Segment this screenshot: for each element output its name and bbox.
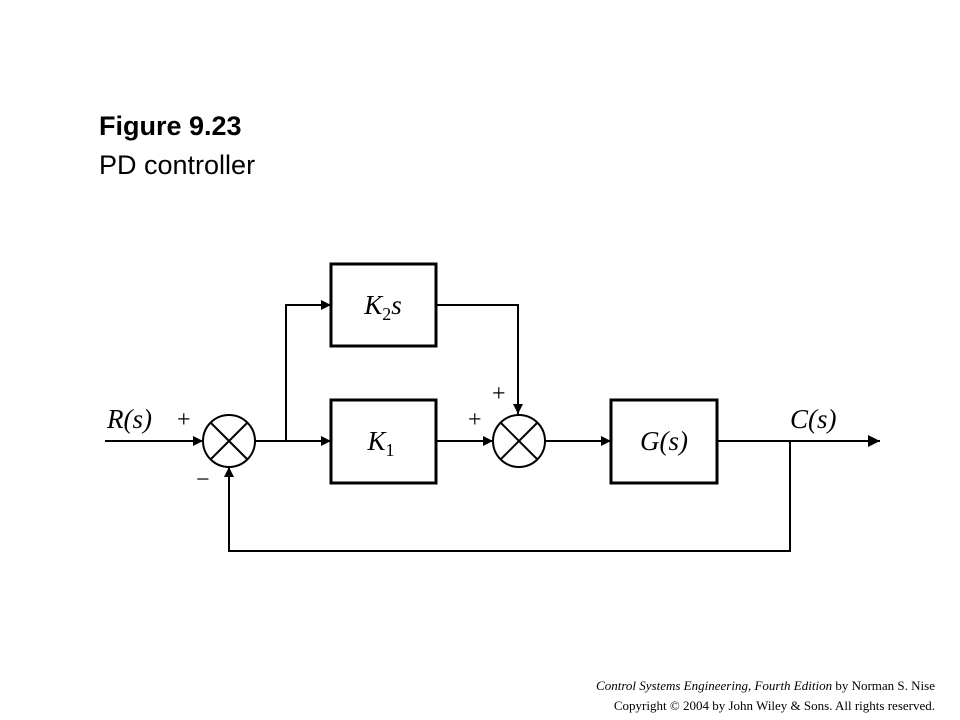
k1-subscript: 1 [386,440,395,460]
input-label: R(s) [106,404,152,434]
book-author: by Norman S. Nise [832,678,935,693]
figure-subtitle: PD controller [99,150,256,180]
plant-label: G(s) [640,426,688,456]
sum2-left-plus-sign: + [468,407,482,433]
summing-junction-1 [202,414,256,468]
summing-junction-2 [492,414,546,468]
branch-to-k2s-line [285,300,331,441]
derivative-gain-block: K2s [329,262,438,348]
output-label: C(s) [790,404,837,434]
k2s-to-sum2-line [436,304,523,414]
footer-copyright: Copyright © 2004 by John Wiley & Sons. A… [613,698,935,713]
k2-subscript: 2 [382,304,391,324]
svg-text:K2s: K2s [363,290,402,324]
footer-citation: Control Systems Engineering, Fourth Edit… [596,678,935,694]
book-title: Control Systems Engineering, Fourth Edit… [596,678,833,693]
feedback-path-line [224,441,791,552]
figure-title: Figure 9.23 [99,111,242,141]
sum1-minus-sign: − [196,467,210,493]
sum2-top-plus-sign: + [492,381,506,407]
k2-gain-symbol: K [363,290,384,320]
sum1-plus-sign: + [177,407,191,433]
k2-s-symbol: s [391,290,402,320]
plant-block: G(s) [609,398,719,485]
svg-text:K1: K1 [366,426,394,460]
k1-gain-symbol: K [366,426,387,456]
proportional-gain-block: K1 [329,398,438,485]
